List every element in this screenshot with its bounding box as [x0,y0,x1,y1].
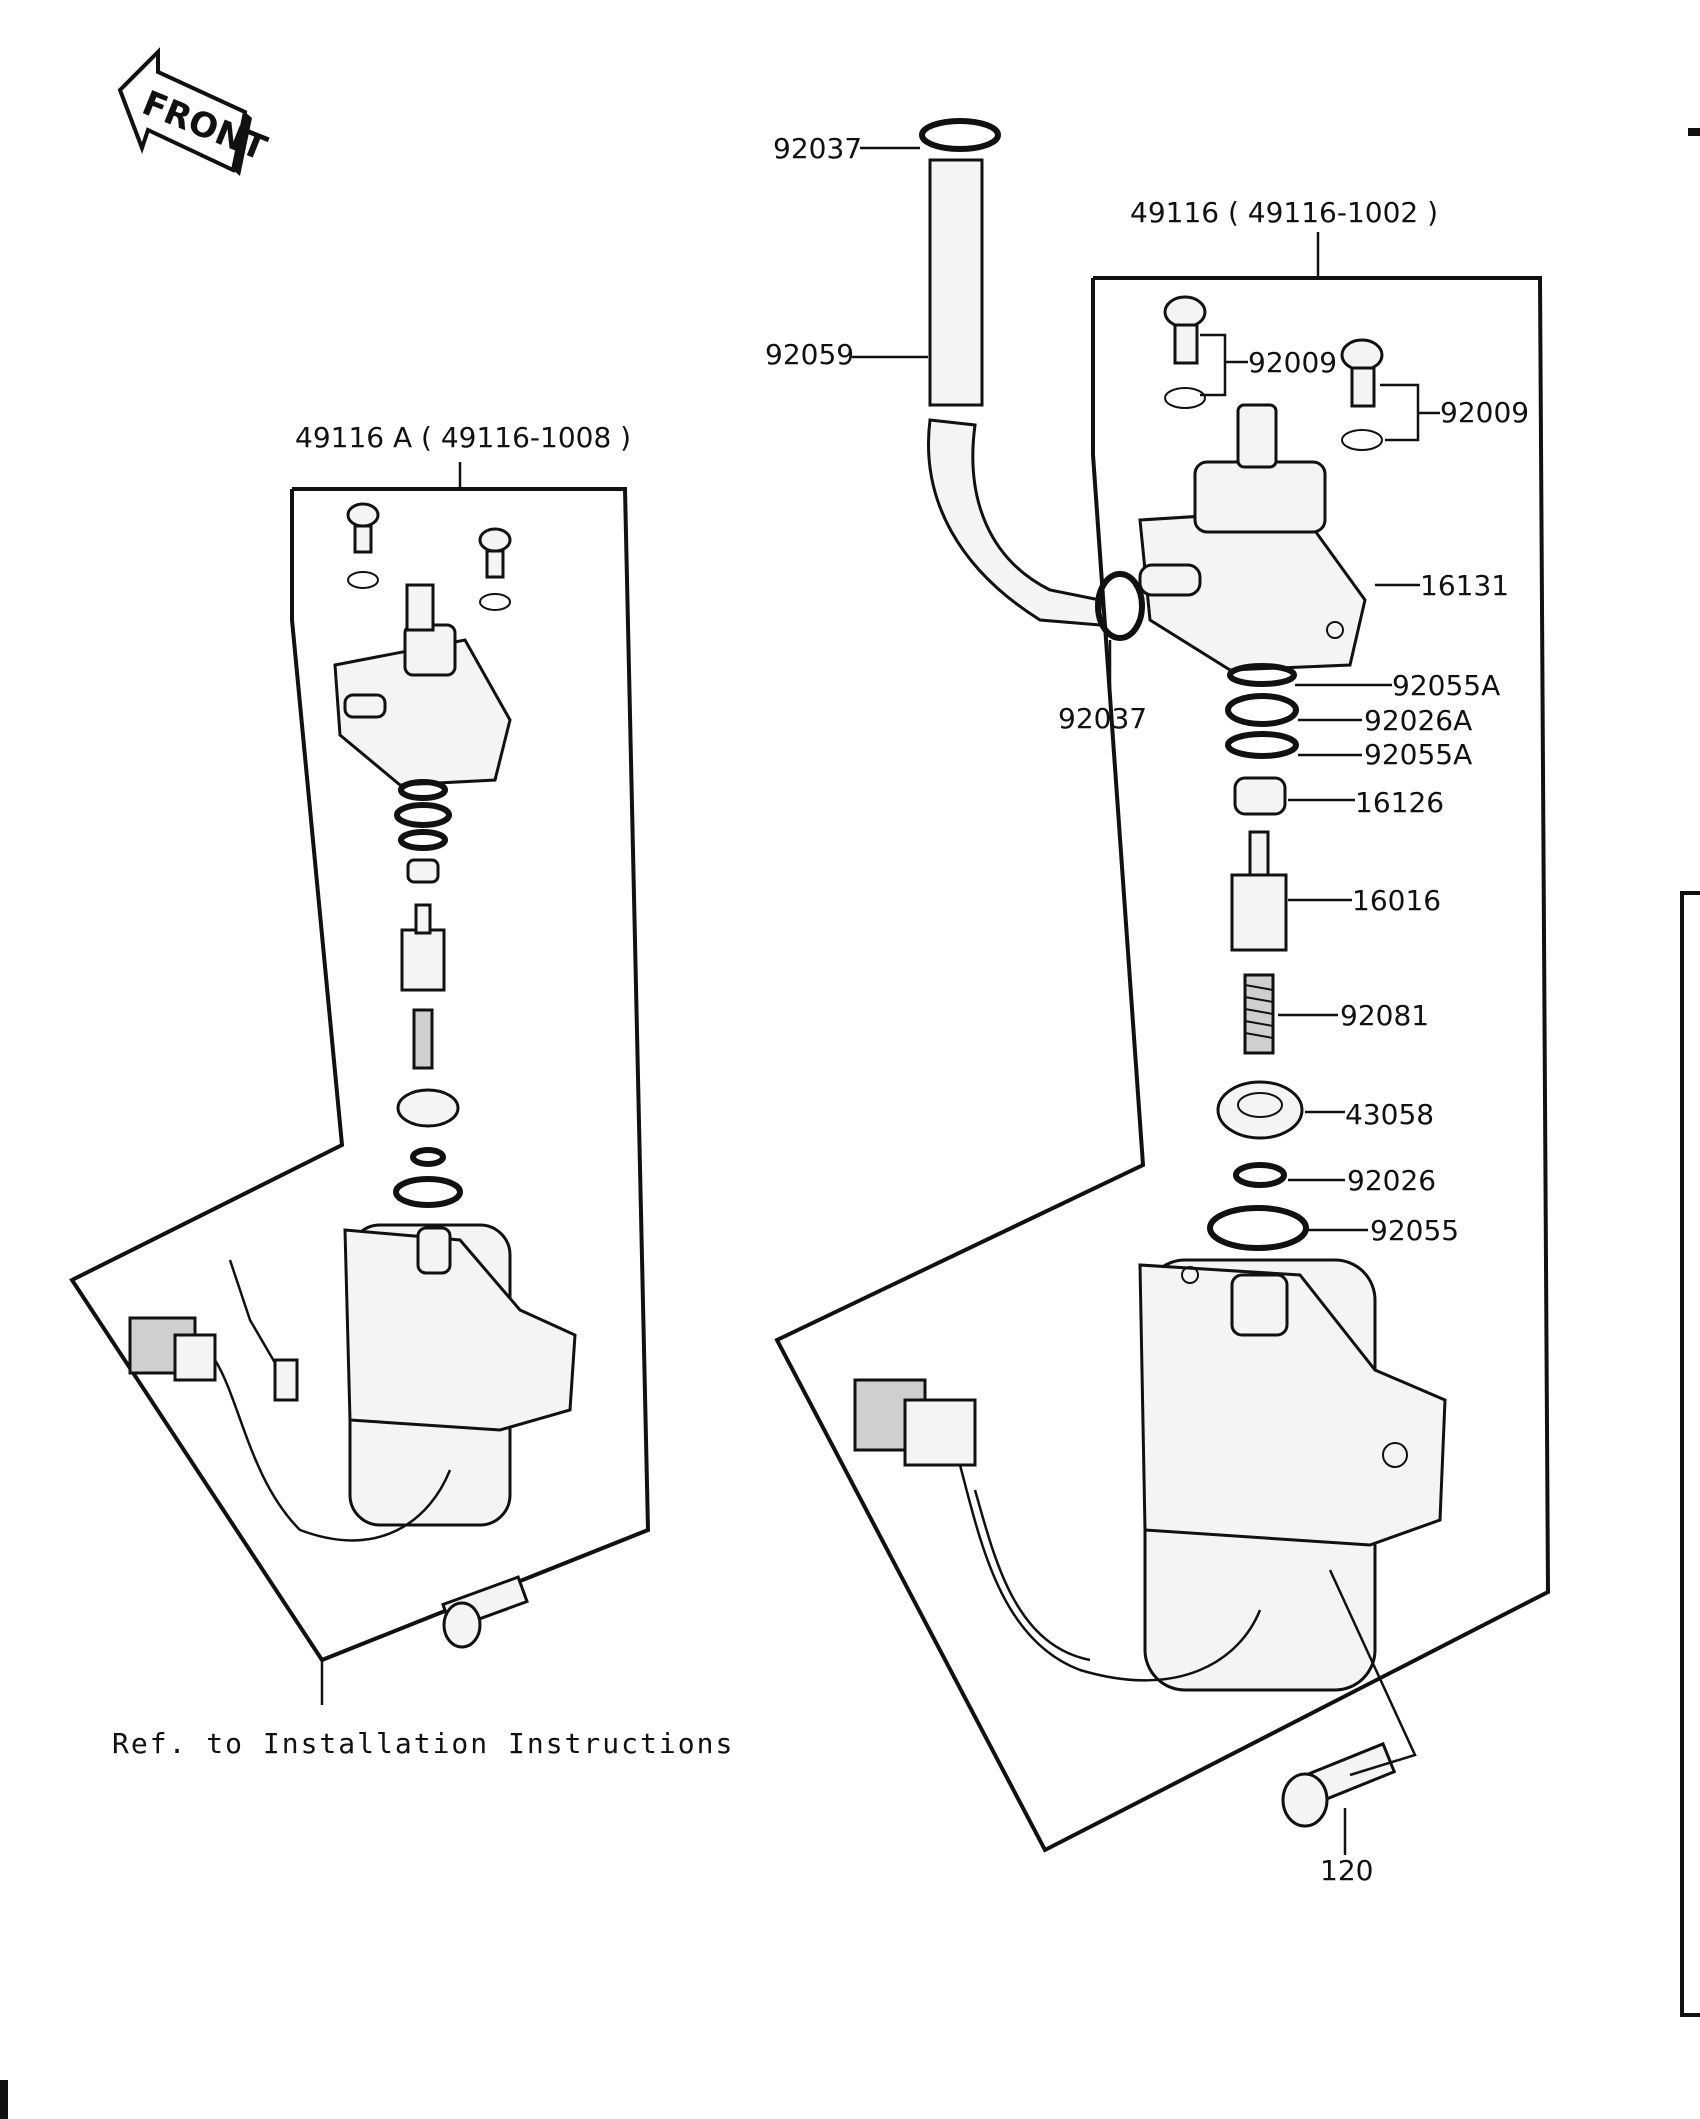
hose-icon [928,158,984,407]
left-cover-icon [333,583,512,787]
reference-note: Ref. to Installation Instructions [112,1727,734,1760]
left-bolt-icon [441,1575,529,1649]
bolt-label: 120 [1320,1854,1373,1887]
washer-icon [1233,1162,1287,1188]
bolt-icon [1281,1741,1397,1828]
left-assembly: 49116 A ( 49116-1008 ) [69,421,734,1760]
cap-icon [1233,776,1287,816]
seal-icon [1216,1080,1304,1140]
right-assembly: 49116 ( 49116-1002 ) 92009 92009 [774,196,1551,1887]
hose-label: 92059 [765,338,854,371]
right-assembly-outline [774,276,1551,1853]
spring-label: 92081 [1340,999,1429,1032]
right-connector-icon [853,1378,1262,1682]
spring-icon [1243,973,1275,1055]
right-pump-body-icon [1138,1258,1447,1692]
clamp-top-label: 92037 [773,132,862,165]
clamp-bottom-icon [1095,571,1145,641]
oring-lower-a-label: 92055A [1364,738,1472,771]
seal-label: 43058 [1345,1098,1434,1131]
screw-b-label: 92009 [1440,396,1529,429]
cap-label: 16126 [1355,786,1444,819]
oring-upper-label: 92055A [1392,669,1500,702]
oring-upper-icon [1227,663,1297,687]
left-pump-body-icon [343,1223,577,1527]
clamp-bottom-label: 92037 [1058,702,1147,735]
hose-section: 92037 92059 92037 [765,118,1147,735]
cover-label: 16131 [1420,569,1509,602]
left-connector-icon [128,1259,452,1542]
oring-label: 92055 [1370,1214,1459,1247]
left-internal-parts-icon [393,779,463,1208]
plunger-label: 16016 [1352,884,1441,917]
front-arrow-icon: FRONT [117,47,273,176]
oring-icon [1207,1205,1309,1251]
clamp-top-icon [919,118,1001,152]
washer-upper-label: 92026A [1364,704,1472,737]
plunger-icon [1230,830,1288,952]
page-edge-marks [0,128,1700,2119]
right-screw-b-icon [1340,338,1384,451]
washer-label: 92026 [1347,1164,1436,1197]
oring-lower-a-icon [1225,731,1299,759]
cover-icon [1138,403,1367,672]
hose-bend-icon [927,418,1102,627]
screw-a-label: 92009 [1248,346,1337,379]
left-assembly-title: 49116 A ( 49116-1008 ) [295,421,631,454]
left-screw-icon [346,502,512,611]
washer-upper-icon [1225,693,1299,727]
right-assembly-title: 49116 ( 49116-1002 ) [1130,196,1438,229]
left-assembly-outline [69,487,651,1663]
right-screw-a-icon [1163,295,1207,409]
